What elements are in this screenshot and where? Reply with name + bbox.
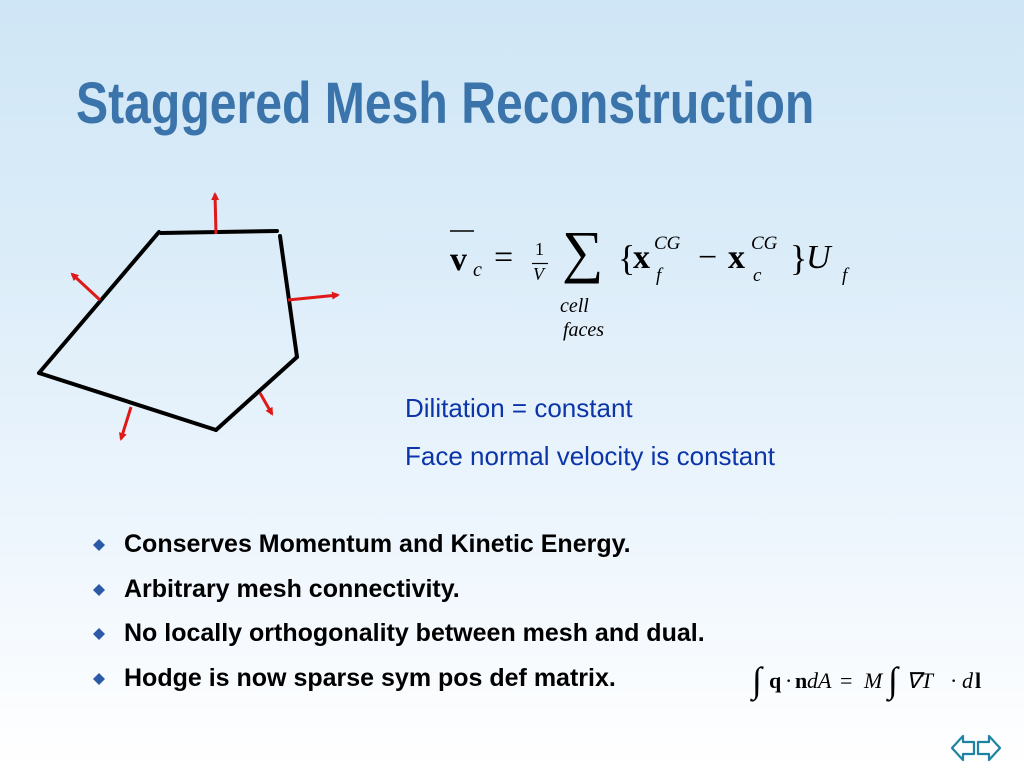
hodge-equals: =	[840, 668, 853, 693]
statement-dilitation: Dilitation = constant	[405, 393, 633, 423]
hodge-nabla-T: ∇T	[906, 668, 933, 693]
normal-arrow	[211, 192, 220, 235]
formula-minus: −	[698, 239, 718, 276]
formula-equals: =	[494, 239, 514, 276]
bullet-text: Arbitrary mesh connectivity.	[124, 574, 460, 603]
hodge-integral-2: ∫	[888, 660, 898, 700]
formula-x2-sub: c	[753, 265, 762, 286]
formula-open-brace: {	[618, 238, 636, 278]
bullet-text: No locally orthogonality between mesh an…	[124, 619, 705, 647]
hodge-M: M	[864, 668, 883, 693]
cell-edge	[37, 371, 218, 432]
formula-frac-denominator: V	[533, 264, 544, 284]
velocity-reconstruction-formula: v c = 1 V ∑ cell faces { x CG f − x CG c…	[440, 215, 880, 355]
fraction-bar	[532, 262, 548, 265]
statement-face-normal-velocity: Face normal velocity is constant	[405, 441, 775, 471]
formula-u-sub: f	[842, 265, 848, 286]
normal-arrow	[258, 392, 274, 416]
hodge-dA: dA	[807, 668, 832, 693]
bullet-text: Conserves Momentum and Kinetic Energy.	[124, 530, 631, 558]
hodge-formula: ∫ q · n dA = M ∫ ∇T · d l	[752, 662, 1012, 712]
diamond-bullet-icon	[93, 628, 105, 640]
formula-v-symbol: v	[450, 241, 467, 278]
diamond-bullet-icon	[93, 539, 105, 551]
formula-sum-symbol: ∑	[562, 219, 604, 284]
face-normal-arrows	[70, 192, 340, 441]
formula-x1-sub: f	[656, 265, 662, 286]
formula-close-brace: }	[790, 238, 808, 278]
diamond-bullet-icon	[93, 583, 105, 596]
cell-edge	[37, 230, 161, 375]
slide-navigation-button[interactable]	[950, 733, 1002, 763]
hodge-n: n	[795, 668, 808, 693]
cell-edges	[37, 229, 299, 432]
formula-x2-sup: CG	[751, 233, 778, 254]
hodge-d: d	[962, 668, 973, 693]
formula-u: U	[806, 239, 831, 276]
hodge-dot-2: ·	[950, 668, 958, 693]
formula-x1: x	[633, 239, 650, 276]
cell-edge	[278, 234, 299, 359]
formula-sum-sub-faces: faces	[563, 319, 605, 341]
cell-edge	[214, 355, 299, 432]
normal-arrow	[287, 291, 340, 302]
hodge-l: l	[975, 668, 982, 693]
formula-frac-numerator: 1	[535, 239, 544, 259]
formula-sum-sub-cell: cell	[560, 295, 589, 317]
cell-edge	[159, 229, 279, 235]
formula-x2: x	[728, 239, 745, 276]
polygon-cell-diagram	[37, 192, 340, 441]
formula-x1-sup: CG	[654, 233, 681, 254]
formula-v-subscript: c	[473, 259, 482, 281]
overbar	[450, 230, 474, 232]
diamond-bullet-icon	[93, 672, 105, 685]
back-forward-arrows-icon	[950, 734, 1002, 762]
hodge-integral-1: ∫	[752, 660, 762, 700]
normal-arrow	[118, 406, 133, 441]
hodge-q: q	[769, 668, 782, 693]
bullet-text: Hodge is now sparse sym pos def matrix.	[124, 663, 616, 692]
hodge-dot-1: ·	[785, 668, 793, 693]
normal-arrow	[70, 272, 102, 302]
slide-title: Staggered Mesh Reconstruction	[76, 71, 815, 136]
